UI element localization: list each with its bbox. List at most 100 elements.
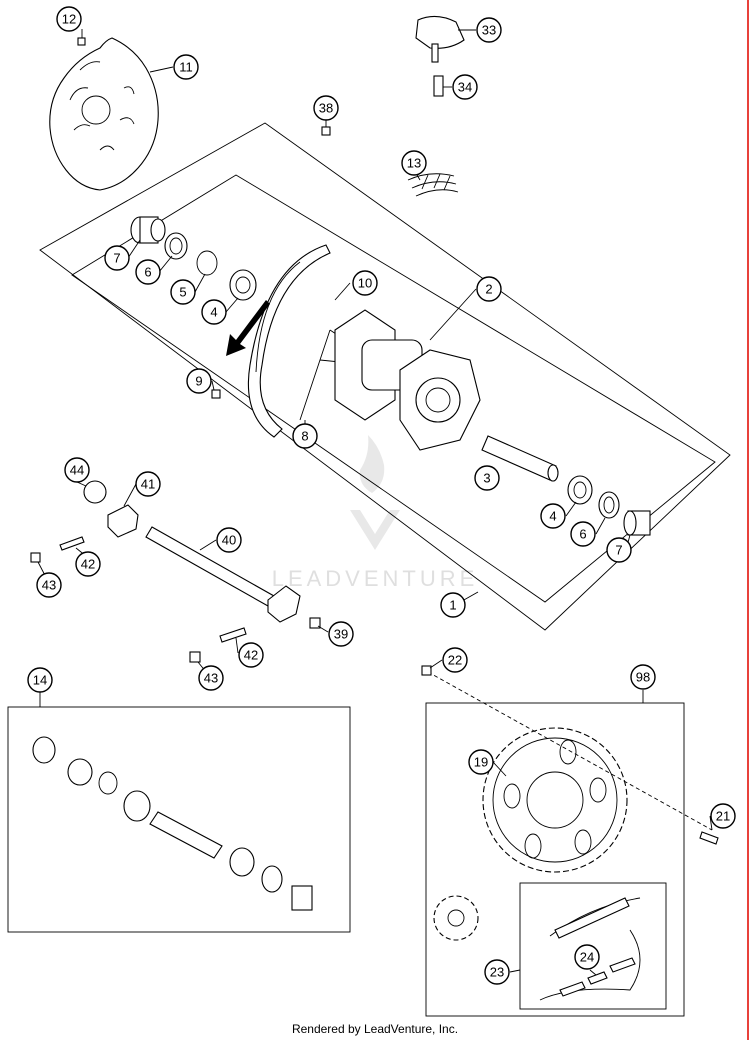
footer-credit: Rendered by LeadVenture, Inc. <box>291 1022 459 1036</box>
callout-6-left: 6 <box>135 259 161 285</box>
assembly-frame-outer <box>39 122 731 631</box>
svg-text:6: 6 <box>144 265 151 280</box>
callout-6-right: 6 <box>570 521 596 547</box>
svg-text:13: 13 <box>407 156 421 171</box>
svg-text:4: 4 <box>210 305 217 320</box>
svg-text:41: 41 <box>141 477 155 492</box>
valve-stem <box>211 389 221 399</box>
svg-text:34: 34 <box>458 80 472 95</box>
sprocket-nut-22 <box>421 665 432 676</box>
axle-nut-39 <box>309 617 321 629</box>
callout-7-right: 7 <box>606 537 632 563</box>
callout-43-right: 43 <box>198 665 224 691</box>
callout-10: 10 <box>352 270 378 296</box>
sprocket-bolt-axis <box>427 671 713 831</box>
kit-box-14 <box>7 706 351 933</box>
sprocket-bolt-21 <box>699 831 719 845</box>
svg-text:1: 1 <box>449 598 456 613</box>
front-sprocket <box>433 895 479 941</box>
left-hub-stack <box>130 216 257 301</box>
guide-bolt <box>433 75 444 97</box>
drive-chain <box>539 897 641 1001</box>
svg-text:7: 7 <box>615 543 622 558</box>
rim-tape <box>407 173 459 197</box>
callout-19: 19 <box>468 749 494 775</box>
callout-24: 24 <box>574 944 600 970</box>
callout-2: 2 <box>476 276 502 302</box>
callout-13: 13 <box>401 150 427 176</box>
chain-guide-block <box>415 15 465 63</box>
svg-text:9: 9 <box>195 374 202 389</box>
leadventure-watermark: LEADVENTURE <box>272 435 474 591</box>
callout-1: 1 <box>440 592 466 618</box>
svg-text:3: 3 <box>483 471 490 486</box>
callout-34: 34 <box>452 74 478 100</box>
callout-21: 21 <box>710 803 736 829</box>
callout-11: 11 <box>173 54 199 80</box>
assembly-frame-inner <box>71 174 716 603</box>
svg-text:2: 2 <box>485 282 492 297</box>
svg-text:6: 6 <box>579 527 586 542</box>
adjuster-nut-43 <box>189 651 201 663</box>
callout-7-left: 7 <box>104 245 130 271</box>
hub-service-kit <box>32 736 313 911</box>
svg-text:8: 8 <box>301 429 308 444</box>
svg-text:19: 19 <box>474 755 488 770</box>
callout-4-left: 4 <box>201 299 227 325</box>
edge-rule <box>747 0 749 1040</box>
rear-sprocket <box>482 727 628 873</box>
callout-42-right: 42 <box>238 642 264 668</box>
svg-text:14: 14 <box>33 673 47 688</box>
svg-text:38: 38 <box>319 101 333 116</box>
callout-98: 98 <box>630 664 656 690</box>
callout-41: 41 <box>135 471 161 497</box>
callout-43-left: 43 <box>36 572 62 598</box>
chain-box-23 <box>519 882 667 1010</box>
svg-text:42: 42 <box>81 557 95 572</box>
svg-text:42: 42 <box>244 648 258 663</box>
svg-text:40: 40 <box>222 533 236 548</box>
svg-text:43: 43 <box>204 671 218 686</box>
svg-text:4: 4 <box>549 509 556 524</box>
callout-39: 39 <box>328 621 354 647</box>
svg-text:43: 43 <box>42 578 56 593</box>
callout-9: 9 <box>186 368 212 394</box>
svg-text:39: 39 <box>334 627 348 642</box>
callout-22: 22 <box>442 647 468 673</box>
svg-text:98: 98 <box>636 670 650 685</box>
adjuster-bolt-42 <box>219 627 247 643</box>
svg-text:11: 11 <box>179 60 193 75</box>
callout-4-right: 4 <box>540 503 566 529</box>
rotation-arrow <box>226 300 270 356</box>
rear-axle <box>145 526 301 623</box>
callout-23: 23 <box>484 959 510 985</box>
callout-3: 3 <box>474 465 500 491</box>
disc-bolt <box>77 37 86 46</box>
svg-text:7: 7 <box>113 251 120 266</box>
kit-box-98 <box>425 702 685 1017</box>
axle-spacer <box>481 435 559 482</box>
callout-38: 38 <box>313 95 339 121</box>
callout-14: 14 <box>27 667 53 693</box>
callout-12: 12 <box>56 6 82 32</box>
svg-text:24: 24 <box>580 950 594 965</box>
svg-text:33: 33 <box>482 23 496 38</box>
svg-text:44: 44 <box>70 463 84 478</box>
svg-text:21: 21 <box>716 809 730 824</box>
brake-disc <box>49 37 159 191</box>
callout-33: 33 <box>476 17 502 43</box>
callout-8: 8 <box>292 423 318 449</box>
svg-text:10: 10 <box>358 276 372 291</box>
svg-text:22: 22 <box>448 653 462 668</box>
axle-adjuster-parts <box>30 480 139 563</box>
valve-cap <box>321 126 331 136</box>
callout-5: 5 <box>170 279 196 305</box>
callout-40: 40 <box>216 527 242 553</box>
callout-42-left: 42 <box>75 551 101 577</box>
svg-text:5: 5 <box>179 285 186 300</box>
rear-hub <box>299 309 481 451</box>
right-hub-stack <box>567 475 651 536</box>
wheel-rim <box>247 244 331 438</box>
callout-44: 44 <box>64 457 90 483</box>
